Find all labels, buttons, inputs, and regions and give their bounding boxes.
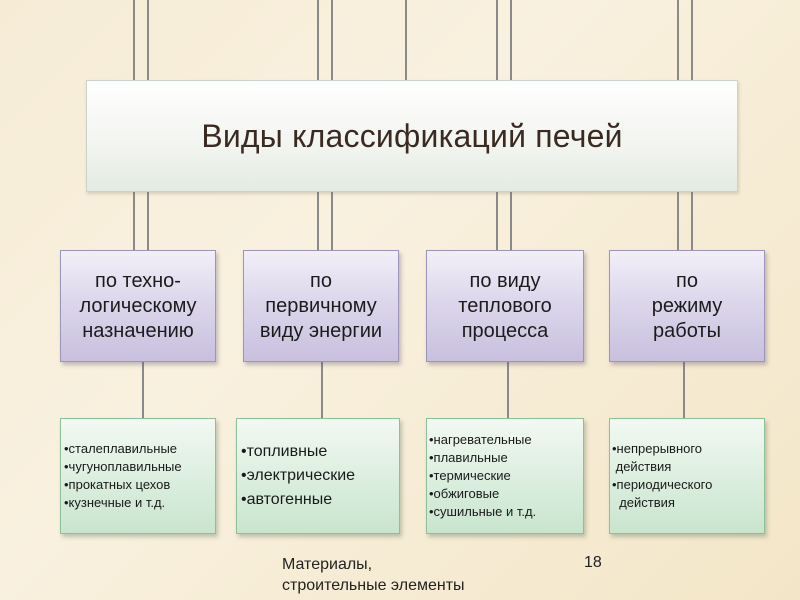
list-item: •топливные <box>241 443 328 460</box>
leaf-box-operating-mode: •непрерывного действия •периодического д… <box>609 418 765 534</box>
category-label: по техно- логическому назначению <box>79 269 197 342</box>
leaf-box-heat-process: •нагревательные •плавильные •термические… <box>426 418 584 534</box>
category-box-technological: по техно- логическому назначению <box>60 250 216 362</box>
list-item: •автогенные <box>241 491 333 508</box>
list-item: действия <box>612 459 672 474</box>
leaf-box-technological: •сталеплавильные •чугуноплавильные •прок… <box>60 418 216 534</box>
list-item: •плавильные <box>429 450 508 465</box>
diagram-title: Виды классификаций печей <box>201 117 623 154</box>
list-item: •сталеплавильные <box>64 441 178 456</box>
list-item: •прокатных цехов <box>64 477 171 492</box>
list-item: •обжиговые <box>429 486 500 501</box>
category-label: по режиму работы <box>651 269 723 342</box>
category-box-heat-process: по виду теплового процесса <box>426 250 584 362</box>
title-box: Виды классификаций печей <box>86 80 738 192</box>
list-item: действия <box>612 495 675 510</box>
list-item: •непрерывного <box>612 441 703 456</box>
list-item: •электрические <box>241 467 356 484</box>
category-box-energy: по первичному виду энергии <box>243 250 399 362</box>
category-label: по виду теплового процесса <box>458 269 552 342</box>
list-item: •термические <box>429 468 511 483</box>
category-label: по первичному виду энергии <box>259 269 383 342</box>
list-item: •чугуноплавильные <box>64 459 182 474</box>
page-number: 18 <box>584 554 602 571</box>
category-box-operating-mode: по режиму работы <box>609 250 765 362</box>
list-item: •периодического <box>612 477 713 492</box>
list-item: •сушильные и т.д. <box>429 504 537 519</box>
list-item: •кузнечные и т.д. <box>64 495 166 510</box>
footer-text: Материалы, строительные элементы <box>282 556 465 594</box>
list-item: •нагревательные <box>429 432 532 447</box>
leaf-box-energy: •топливные •электрические •автогенные <box>236 418 400 534</box>
